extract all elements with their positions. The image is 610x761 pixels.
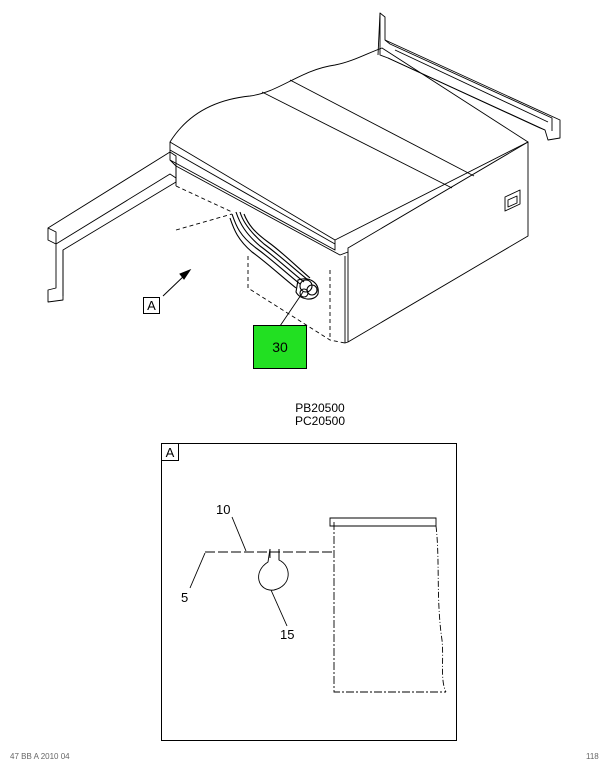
callout-10[interactable]: 10 (216, 502, 231, 517)
left-frame-rail (47, 151, 177, 303)
callout-30-label: 30 (272, 339, 288, 355)
footer-left: 47 BB A 2010 04 (10, 752, 70, 761)
view-arrow (162, 268, 192, 297)
detail-view-label-box: A (162, 444, 179, 461)
cable-harness-drawing (229, 211, 319, 300)
view-ref-label: A (147, 298, 156, 313)
callout-30-box[interactable]: 30 (253, 325, 307, 369)
model-code: PB20500 (295, 401, 345, 415)
battery-box-front (347, 141, 529, 343)
model-code: PC20500 (294, 414, 346, 428)
callout-15[interactable]: 15 (280, 627, 295, 642)
view-ref-box[interactable]: A (143, 297, 160, 314)
detail-view-frame (161, 443, 457, 741)
detail-view-label: A (165, 444, 175, 460)
ring-terminal (258, 548, 289, 591)
callout-5[interactable]: 5 (181, 590, 189, 605)
battery-box-side (333, 522, 446, 693)
callout-10-leader (231, 516, 247, 552)
callout-5-leader (189, 552, 206, 589)
callout-30-leader (279, 291, 304, 327)
right-frame-rail (379, 12, 561, 141)
model-codes: PB20500 PC20500 (0, 402, 610, 428)
battery-box-top (169, 47, 529, 241)
callout-15-leader (270, 589, 288, 627)
footer-right: 118 (586, 752, 599, 761)
